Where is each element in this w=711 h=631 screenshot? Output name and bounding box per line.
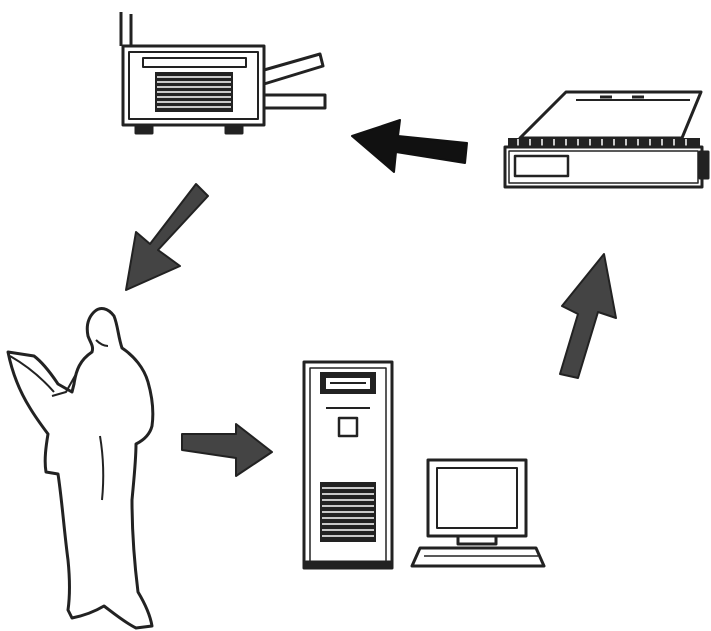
dot-matrix-printer-icon: [505, 92, 708, 187]
person-reading-document-icon: [8, 309, 153, 628]
arrow-tower-to-printer: [560, 254, 616, 378]
arrow-person-to-tower: [182, 424, 272, 476]
monitor-icon: [412, 460, 544, 566]
arrow-copier-to-person: [126, 184, 208, 290]
copier-icon: [121, 12, 325, 133]
arrow-printer-to-copier: [352, 120, 467, 172]
computer-tower-icon: [304, 362, 392, 568]
